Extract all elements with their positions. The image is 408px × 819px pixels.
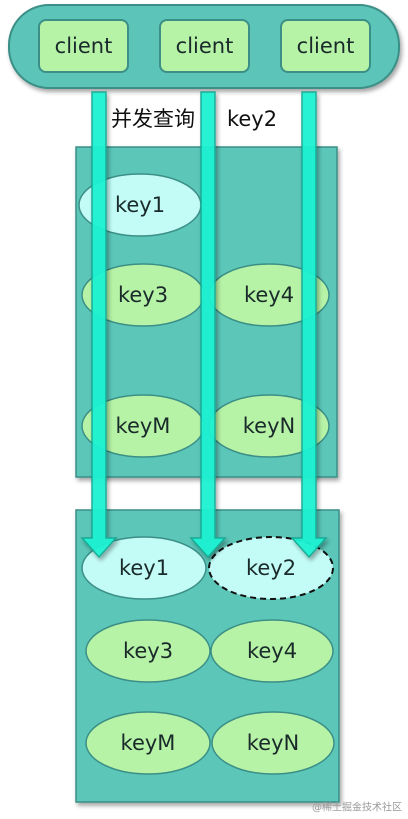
query-arrows — [80, 91, 328, 559]
client-box-2: client — [159, 19, 250, 73]
bottom-cache-block: key1 key2 key3 key4 keyM keyN — [75, 509, 340, 803]
bottom-key2-label: key2 — [246, 556, 296, 580]
top-keyN-node: keyN — [208, 394, 330, 458]
bottom-key4-label: key4 — [247, 639, 297, 663]
client-label-2: client — [176, 34, 234, 58]
query-arrow-3 — [290, 91, 328, 559]
requested-key-label: key2 — [227, 107, 277, 131]
query-arrow-1 — [80, 91, 118, 559]
top-key1-label: key1 — [115, 193, 165, 217]
bottom-key1-label: key1 — [119, 556, 169, 580]
top-key4-label: key4 — [244, 283, 294, 307]
bottom-keyN-node: keyN — [211, 711, 335, 775]
bottom-key3-node: key3 — [85, 619, 211, 683]
top-key1-node: key1 — [78, 173, 202, 237]
bottom-keyM-node: keyM — [85, 711, 211, 775]
client-bar: client client client — [8, 4, 400, 89]
top-keyM-label: keyM — [116, 414, 171, 438]
client-box-1: client — [38, 19, 129, 73]
bottom-keyM-label: keyM — [121, 731, 176, 755]
top-key3-label: key3 — [118, 283, 168, 307]
concurrent-query-label: 并发查询 — [111, 107, 195, 131]
client-label-1: client — [55, 34, 113, 58]
top-keyM-node: keyM — [81, 394, 205, 458]
bottom-key4-node: key4 — [210, 619, 334, 683]
client-label-3: client — [297, 34, 355, 58]
query-arrow-2 — [189, 91, 227, 559]
bottom-key3-label: key3 — [123, 639, 173, 663]
top-keyN-label: keyN — [243, 414, 295, 438]
bottom-key1-node: key1 — [81, 536, 207, 600]
bottom-key2-node: key2 — [208, 536, 334, 600]
bottom-keyN-label: keyN — [247, 731, 299, 755]
watermark: @稀土掘金技术社区 — [312, 801, 402, 814]
client-box-3: client — [280, 19, 371, 73]
